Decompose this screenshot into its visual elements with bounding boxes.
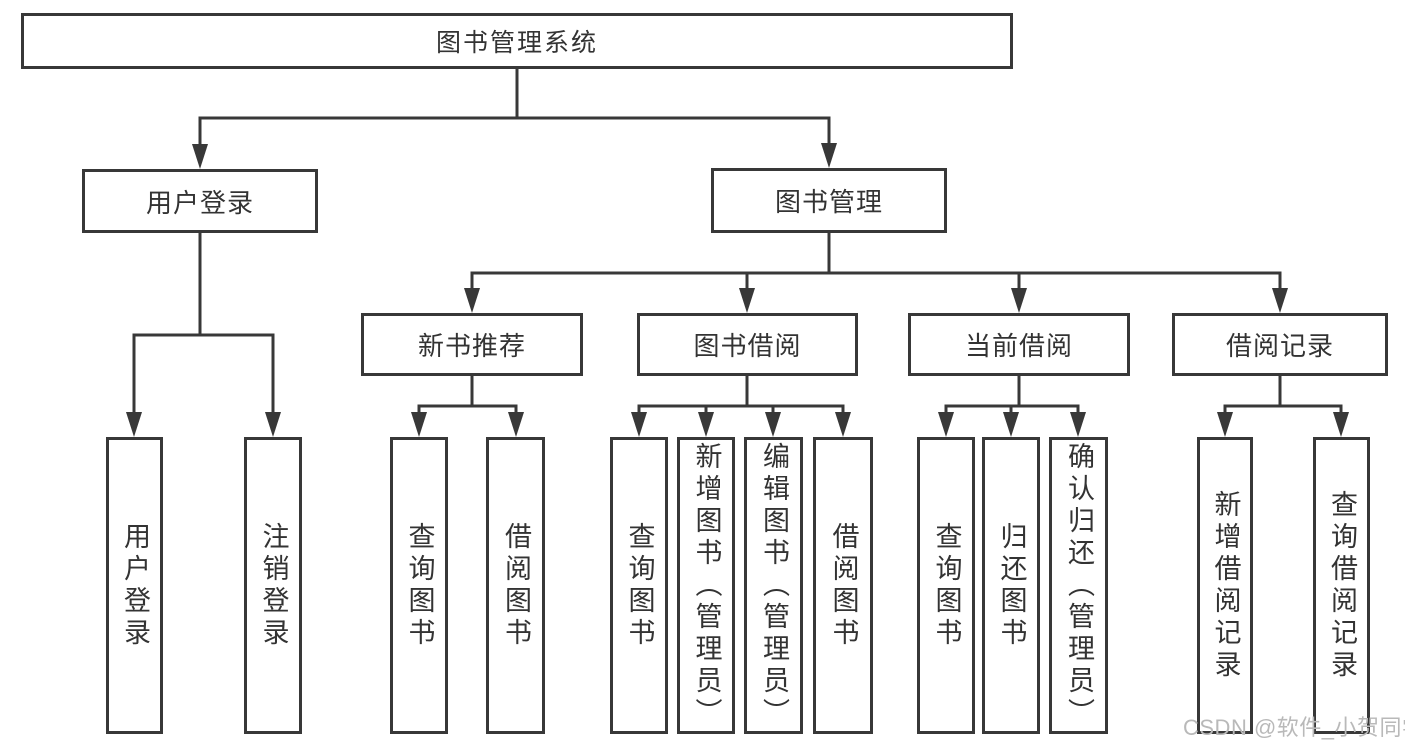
leaf-bb-query-books: 查询图书 xyxy=(610,437,668,734)
connector-new-book-recommend xyxy=(417,376,518,431)
leaf-bb-edit-books-label: 编辑图书（管理员） xyxy=(759,441,789,730)
node-book-management-label: 图书管理 xyxy=(774,187,883,217)
leaf-logout-label: 注销登录 xyxy=(258,521,289,650)
node-root-label: 图书管理系统 xyxy=(435,29,598,57)
leaf-br-add-record: 新增借阅记录 xyxy=(1197,437,1253,734)
node-user-login: 用户登录 xyxy=(82,169,318,233)
leaf-cb-query-books: 查询图书 xyxy=(917,437,975,734)
arrow-down-icon xyxy=(765,412,781,437)
arrow-down-icon xyxy=(1272,288,1288,313)
connector-borrow-records xyxy=(1223,376,1343,431)
node-current-borrow: 当前借阅 xyxy=(908,313,1130,376)
arrow-down-icon xyxy=(464,288,480,313)
leaf-nb-query-books: 查询图书 xyxy=(390,437,448,734)
leaf-nb-query-books-label: 查询图书 xyxy=(404,521,435,650)
arrow-down-icon xyxy=(1003,412,1019,437)
leaf-logout: 注销登录 xyxy=(244,437,302,734)
arrowheads xyxy=(126,143,1349,437)
node-borrow-records: 借阅记录 xyxy=(1172,313,1388,376)
arrow-down-icon xyxy=(508,412,524,437)
arrow-down-icon xyxy=(1070,412,1086,437)
leaf-bb-borrow-books-label: 借阅图书 xyxy=(828,521,859,650)
leaf-bb-add-books: 新增图书（管理员） xyxy=(677,437,735,734)
leaf-bb-add-books-label: 新增图书（管理员） xyxy=(691,441,722,730)
leaf-cb-return-books: 归还图书 xyxy=(982,437,1040,734)
leaf-cb-query-books-label: 查询图书 xyxy=(931,521,962,650)
leaf-br-query-record-label: 查询借阅记录 xyxy=(1327,489,1357,682)
arrow-down-icon xyxy=(192,144,208,169)
leaf-nb-borrow-books: 借阅图书 xyxy=(486,437,545,734)
leaf-bb-edit-books: 编辑图书（管理员） xyxy=(744,437,803,734)
connector-book-borrow xyxy=(637,376,845,431)
arrow-down-icon xyxy=(835,412,851,437)
leaf-br-query-record: 查询借阅记录 xyxy=(1313,437,1370,734)
connector-book-management xyxy=(470,233,1282,307)
connector-root xyxy=(198,68,831,163)
arrow-down-icon xyxy=(698,412,714,437)
arrow-down-icon xyxy=(126,412,142,437)
node-current-borrow-label: 当前借阅 xyxy=(964,331,1073,361)
leaf-nb-borrow-books-label: 借阅图书 xyxy=(501,521,531,650)
arrow-down-icon xyxy=(938,412,954,437)
node-book-management: 图书管理 xyxy=(711,168,947,233)
node-book-borrow: 图书借阅 xyxy=(637,313,858,376)
node-new-book-recommend: 新书推荐 xyxy=(361,313,583,376)
arrow-down-icon xyxy=(631,412,647,437)
leaf-br-add-record-label: 新增借阅记录 xyxy=(1210,489,1241,682)
connector-user-login xyxy=(132,233,275,431)
node-borrow-records-label: 借阅记录 xyxy=(1225,331,1334,361)
arrow-down-icon xyxy=(265,412,281,437)
leaf-cb-confirm-return: 确认归还（管理员） xyxy=(1049,437,1108,734)
arrow-down-icon xyxy=(1011,288,1027,313)
leaf-bb-query-books-label: 查询图书 xyxy=(624,521,655,650)
arrow-down-icon xyxy=(821,143,837,168)
node-root: 图书管理系统 xyxy=(21,13,1013,69)
arrow-down-icon xyxy=(1333,412,1349,437)
csdn-watermark: CSDN @软件_小贺同学 xyxy=(1183,715,1405,740)
arrow-down-icon xyxy=(1217,412,1233,437)
leaf-user-login-label: 用户登录 xyxy=(120,521,150,650)
connector-lines xyxy=(132,68,1343,431)
node-book-borrow-label: 图书借阅 xyxy=(693,331,802,361)
leaf-user-login: 用户登录 xyxy=(106,437,163,734)
arrow-down-icon xyxy=(411,412,427,437)
arrow-down-icon xyxy=(739,288,755,313)
node-new-book-recommend-label: 新书推荐 xyxy=(417,331,526,361)
node-user-login-label: 用户登录 xyxy=(145,187,254,218)
leaf-cb-return-books-label: 归还图书 xyxy=(996,521,1027,650)
leaf-bb-borrow-books: 借阅图书 xyxy=(813,437,873,734)
leaf-cb-confirm-return-label: 确认归还（管理员） xyxy=(1064,441,1094,730)
